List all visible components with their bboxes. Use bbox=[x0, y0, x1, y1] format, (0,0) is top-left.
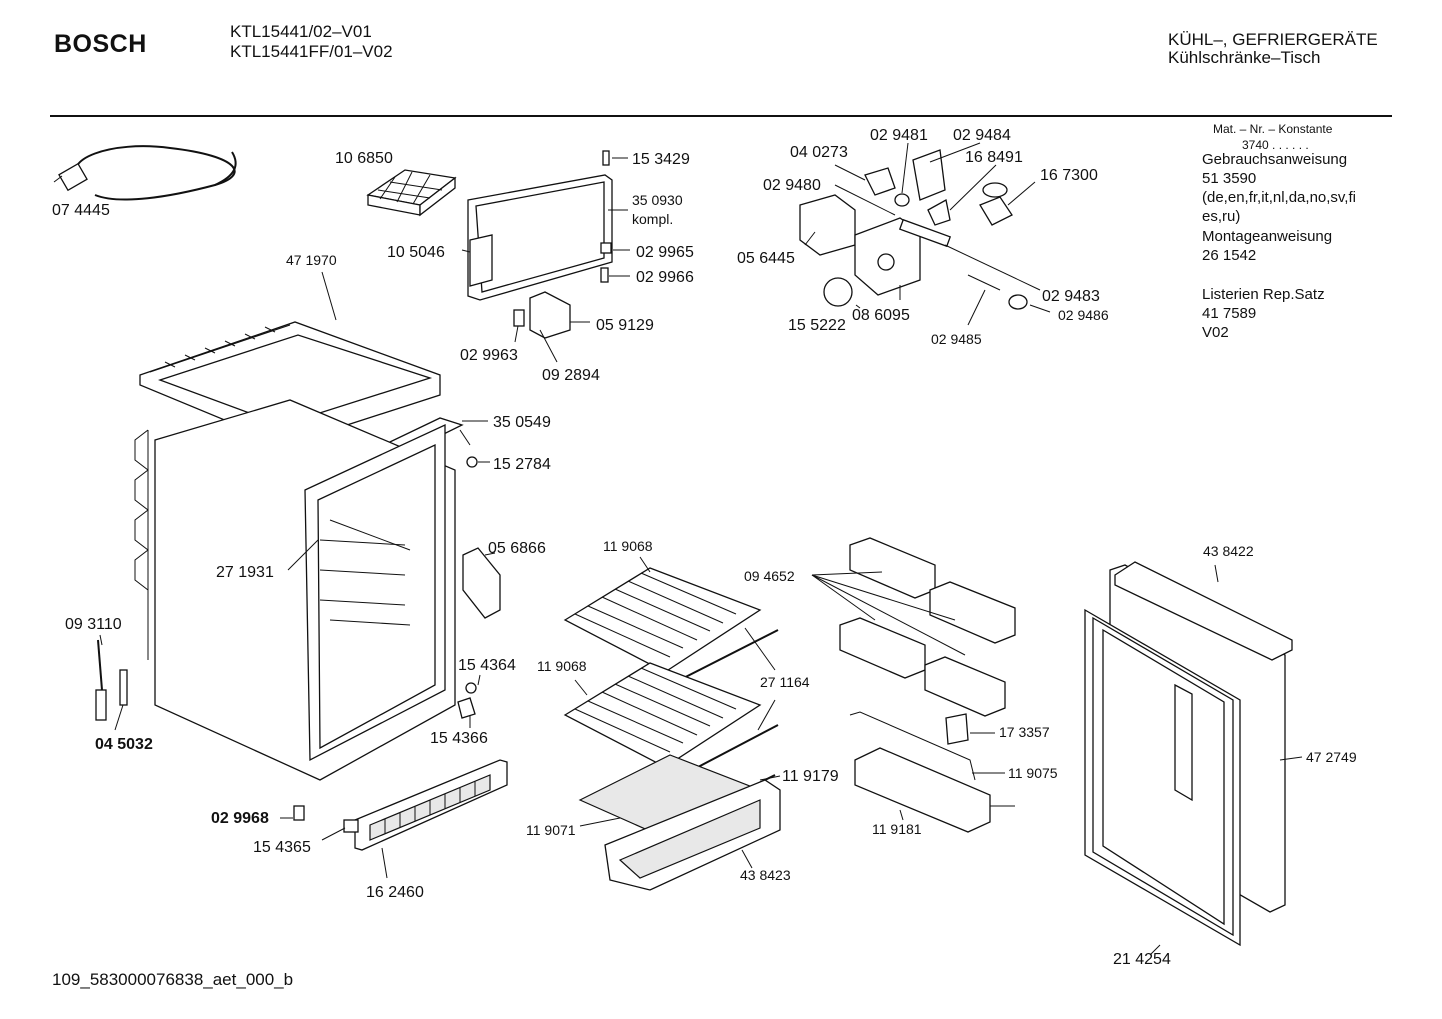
part-label: 11 9181 bbox=[872, 821, 922, 837]
part-label: 02 9484 bbox=[953, 127, 1011, 144]
thermostat-assembly-drawing bbox=[799, 149, 1028, 310]
door-bins-drawing bbox=[839, 537, 1016, 717]
part-label: 05 6866 bbox=[488, 540, 546, 557]
part-label: 15 3429 bbox=[632, 151, 690, 168]
part-label: 08 6095 bbox=[852, 307, 910, 324]
part-label: 09 4652 bbox=[744, 568, 795, 584]
part-label: 47 1970 bbox=[286, 252, 337, 268]
part-label: 17 3357 bbox=[999, 724, 1050, 740]
part-label: 15 5222 bbox=[788, 317, 846, 334]
part-label: 11 9179 bbox=[782, 768, 839, 785]
part-label: 07 4445 bbox=[52, 202, 110, 219]
part-label: 05 9129 bbox=[596, 317, 654, 334]
part-label: 21 4254 bbox=[1113, 951, 1171, 968]
wire-shelf-upper-drawing bbox=[563, 567, 779, 691]
part-label: 16 7300 bbox=[1040, 167, 1098, 184]
info-constant: 3740 . . . . . . bbox=[1242, 138, 1309, 152]
info-line: V02 bbox=[1202, 324, 1229, 341]
category-title: KÜHL–, GEFRIERGERÄTE bbox=[1168, 30, 1378, 49]
part-label: 02 9486 bbox=[1058, 307, 1109, 323]
part-label: 11 9068 bbox=[537, 658, 587, 674]
part-label: 09 2894 bbox=[542, 367, 600, 384]
part-label: 11 9071 bbox=[526, 822, 576, 838]
part-label: 47 2749 bbox=[1306, 749, 1357, 765]
part-label: 10 5046 bbox=[387, 244, 445, 261]
part-label: 11 9075 bbox=[1008, 765, 1058, 781]
header-divider bbox=[50, 115, 1392, 117]
part-label: 09 3110 bbox=[65, 616, 122, 633]
part-label: 02 9480 bbox=[763, 177, 821, 194]
part-label: 02 9485 bbox=[931, 331, 982, 347]
info-line: 51 3590 bbox=[1202, 170, 1257, 187]
door-panel-drawing bbox=[1084, 564, 1286, 947]
part-label: 04 0273 bbox=[790, 144, 848, 161]
power-cord-drawing bbox=[53, 145, 237, 201]
butter-tray-drawing bbox=[854, 747, 991, 833]
part-label: 15 4364 bbox=[458, 657, 516, 674]
part-label: 02 9483 bbox=[1042, 288, 1100, 305]
part-label: 02 9965 bbox=[636, 244, 694, 261]
part-label: 35 0549 bbox=[493, 414, 551, 431]
part-label: 15 4366 bbox=[430, 730, 488, 747]
part-label: 35 0930 bbox=[632, 192, 683, 208]
info-line: Listerien Rep.Satz bbox=[1202, 286, 1325, 303]
part-label: 27 1164 bbox=[760, 674, 810, 690]
model-number-1: KTL15441/02–V01 bbox=[230, 22, 372, 41]
part-label: 02 9966 bbox=[636, 269, 694, 286]
condenser-coil-drawing bbox=[134, 429, 149, 660]
cabinet-top-drawing bbox=[139, 321, 441, 446]
part-label: 43 8422 bbox=[1203, 543, 1254, 559]
info-line: 26 1542 bbox=[1202, 247, 1257, 264]
info-line: 41 7589 bbox=[1202, 305, 1257, 322]
info-line: Gebrauchsanweisung bbox=[1202, 151, 1348, 168]
part-label: 10 6850 bbox=[335, 150, 393, 167]
part-label: 27 1931 bbox=[216, 564, 274, 581]
freezer-door-drawing bbox=[461, 174, 613, 301]
part-label: 05 6445 bbox=[737, 250, 795, 267]
model-number-2: KTL15441FF/01–V02 bbox=[230, 42, 393, 61]
part-label: kompl. bbox=[632, 211, 673, 227]
top-trim-drawing bbox=[1114, 561, 1293, 661]
crisper-drawer-drawing bbox=[604, 779, 781, 891]
category-subtitle: Kühlschränke–Tisch bbox=[1168, 48, 1321, 67]
wire-shelf-lower-drawing bbox=[563, 662, 779, 788]
part-label: 43 8423 bbox=[740, 867, 791, 883]
info-line: es,ru) bbox=[1202, 208, 1241, 225]
info-heading: Mat. – Nr. – Konstante bbox=[1213, 122, 1333, 136]
ice-tray-drawing bbox=[366, 169, 457, 217]
part-label: 16 2460 bbox=[366, 884, 424, 901]
document-code: 109_583000076838_aet_000_b bbox=[52, 970, 294, 989]
part-label: 02 9481 bbox=[870, 127, 928, 144]
part-label: 16 8491 bbox=[965, 149, 1023, 166]
part-label: 02 9963 bbox=[460, 347, 518, 364]
cabinet-body-drawing bbox=[154, 399, 456, 781]
part-label: 02 9968 bbox=[211, 810, 269, 827]
part-label: 11 9068 bbox=[603, 538, 653, 554]
kickplate-drawing bbox=[354, 759, 508, 851]
info-line: Montageanweisung bbox=[1202, 228, 1333, 245]
part-label: 15 4365 bbox=[253, 839, 311, 856]
brand-logo: BOSCH bbox=[54, 30, 147, 58]
info-line: (de,en,fr,it,nl,da,no,sv,fi bbox=[1202, 189, 1356, 206]
part-label: 15 2784 bbox=[493, 456, 551, 473]
part-label: 04 5032 bbox=[95, 736, 153, 753]
